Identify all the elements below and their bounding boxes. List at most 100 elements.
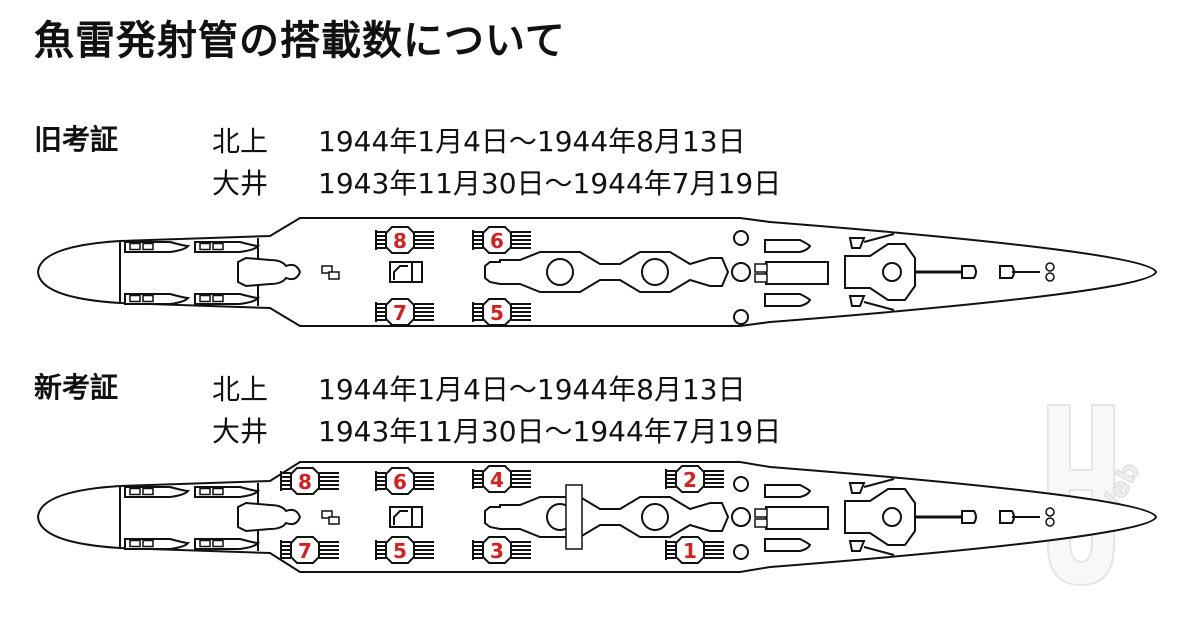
- boat-icon: [764, 239, 812, 253]
- small-hatch: [328, 271, 340, 280]
- superstructure-icon: [484, 251, 730, 293]
- launcher-number: 2: [683, 468, 697, 492]
- funnel-icon: [641, 503, 669, 531]
- boat-icon: [764, 538, 812, 552]
- boat-icon: [764, 293, 812, 307]
- gun-turret-icon: [237, 501, 302, 533]
- launcher-number: 1: [683, 539, 697, 563]
- gun-turret-icon: [237, 256, 302, 288]
- boat-seat: [142, 294, 154, 303]
- launcher-mount: [385, 298, 415, 326]
- gun-icon: [848, 540, 895, 556]
- launcher-number: 6: [393, 470, 407, 494]
- ship-diagram-new: 8 6 4 2 7 5 3 1: [36, 461, 1158, 573]
- funnel-icon: [641, 258, 669, 286]
- bridge-detail: [754, 518, 768, 528]
- torpedo-launcher-icon: 5: [472, 298, 531, 326]
- gun-icon: [733, 544, 749, 560]
- capstan-icon: [999, 510, 1015, 524]
- period-kitakami: 1944年1月4日～1944年8月13日: [318, 125, 746, 158]
- hawse-icon: [1045, 272, 1055, 282]
- gun-icon: [848, 233, 895, 249]
- boat-seat: [129, 242, 141, 251]
- new-theory-label: 新考証: [34, 371, 119, 404]
- launcher-mount: [675, 536, 705, 564]
- boat-seat: [142, 487, 154, 496]
- forward-turret-base: [844, 243, 916, 301]
- ship-name-kitakami: 北上: [212, 125, 269, 158]
- launcher-number: 7: [393, 301, 407, 325]
- boat-seat: [212, 539, 224, 548]
- launcher-number: 8: [298, 470, 312, 494]
- deckhouse-icon: [389, 261, 423, 283]
- superstructure-icon: [484, 496, 730, 538]
- gun-icon: [733, 230, 749, 246]
- torpedo-launcher-icon: 3: [472, 536, 531, 564]
- torpedo-launcher-icon: 1: [665, 536, 724, 564]
- small-hatch: [321, 265, 333, 274]
- launcher-mount: [385, 226, 415, 254]
- boat-seat: [129, 294, 141, 303]
- torpedo-launcher-icon: 4: [472, 465, 531, 493]
- funnel-icon: [546, 258, 574, 286]
- launcher-mount: [482, 298, 512, 326]
- bridge-detail: [754, 263, 768, 273]
- hawse-icon: [1045, 517, 1055, 527]
- boat-seat: [199, 487, 211, 496]
- gun-turret-icon: [882, 262, 902, 282]
- old-theory-label: 旧考証: [34, 123, 119, 156]
- hawse-icon: [1045, 507, 1055, 517]
- torpedo-launcher-icon: 7: [280, 536, 339, 564]
- boat-seat: [212, 487, 224, 496]
- launcher-number: 5: [393, 539, 407, 563]
- boat-seat: [212, 294, 224, 303]
- period-oi: 1943年11月30日～1944年7月19日: [318, 415, 782, 448]
- boat-seat: [199, 539, 211, 548]
- page-title: 魚雷発射管の搭載数について: [34, 18, 566, 64]
- gun-icon: [733, 476, 749, 492]
- launcher-mount: [385, 536, 415, 564]
- aa-mount: [565, 484, 583, 550]
- ship-name-oi: 大井: [212, 415, 269, 448]
- boat-seat: [129, 487, 141, 496]
- launcher-mount: [385, 467, 415, 495]
- boat-seat: [142, 539, 154, 548]
- torpedo-launcher-icon: 8: [375, 226, 434, 254]
- bridge-block: [765, 261, 829, 285]
- launcher-mount: [290, 467, 320, 495]
- launcher-number: 7: [298, 539, 312, 563]
- boat-icon: [764, 484, 812, 498]
- launcher-number: 5: [490, 301, 504, 325]
- capstan-icon: [961, 510, 977, 524]
- torpedo-launcher-icon: 6: [472, 226, 531, 254]
- boat-seat: [199, 294, 211, 303]
- launcher-mount: [675, 465, 705, 493]
- ship-name-kitakami: 北上: [212, 373, 269, 406]
- torpedo-launcher-icon: 6: [375, 467, 434, 495]
- deckhouse-icon: [389, 506, 423, 528]
- capstan-icon: [999, 265, 1015, 279]
- launcher-number: 8: [393, 229, 407, 253]
- launcher-mount: [290, 536, 320, 564]
- mast-icon: [731, 262, 751, 282]
- boat-seat: [142, 242, 154, 251]
- period-oi: 1943年11月30日～1944年7月19日: [318, 167, 782, 200]
- launcher-number: 4: [490, 468, 504, 492]
- small-hatch: [328, 516, 340, 525]
- bridge-detail: [754, 508, 768, 518]
- mast-icon: [731, 507, 751, 527]
- hawse-icon: [1045, 262, 1055, 272]
- launcher-mount: [482, 465, 512, 493]
- ship-diagram-old: 8 6 7 5: [36, 217, 1158, 327]
- capstan-icon: [961, 265, 977, 279]
- launcher-mount: [482, 226, 512, 254]
- launcher-number: 3: [490, 539, 504, 563]
- ship-name-oi: 大井: [212, 167, 269, 200]
- bridge-detail: [754, 273, 768, 283]
- launcher-number: 6: [490, 229, 504, 253]
- gun-icon: [733, 309, 749, 325]
- launcher-mount: [482, 536, 512, 564]
- gun-icon: [848, 478, 895, 494]
